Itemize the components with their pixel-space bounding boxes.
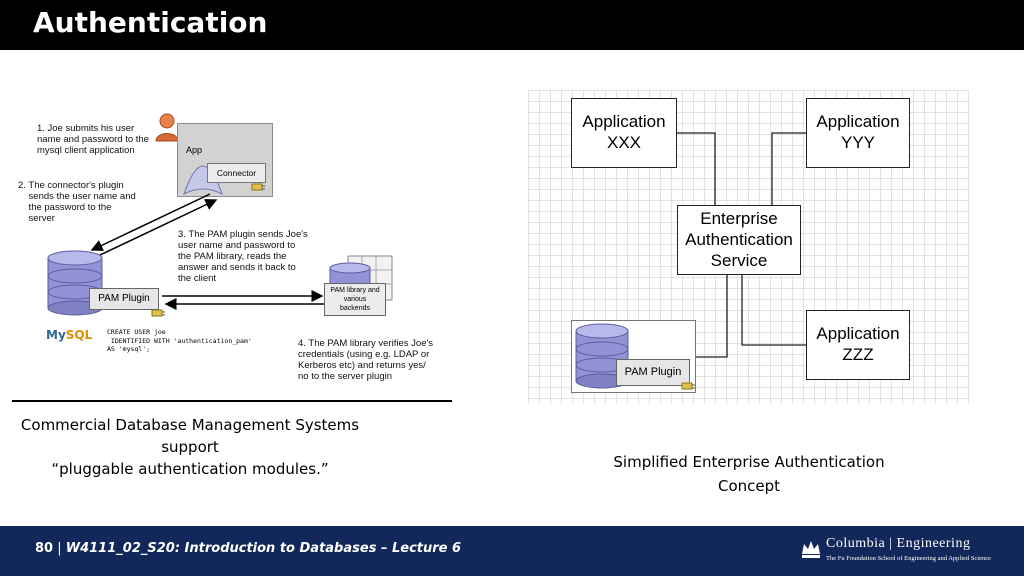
application-yyy-box: Application YYY [806,98,910,168]
divider [12,400,452,402]
crown-icon [802,541,820,558]
footer-bar: 80 | W4111_02_S20: Introduction to Datab… [0,526,1024,576]
connector-arrows [90,193,218,257]
slide-title: Authentication [33,6,268,39]
step-4-text: 4. The PAM library verifies Joe's creden… [298,338,434,382]
logo-sub-text: The Fu Foundation School of Engineering … [826,555,991,562]
plug-icon [251,183,265,191]
enterprise-auth-service-box: Enterprise Authentication Service [677,205,801,275]
plug-icon [681,382,695,390]
mysql-logo-sql: SQL [65,328,93,342]
right-caption: Simplified Enterprise Authentication Con… [613,453,885,495]
app-label: App [186,145,203,155]
application-zzz-box: Application ZZZ [806,310,910,380]
pam-plugin-box: PAM Plugin [89,288,159,310]
slide-number: 80 [35,541,54,556]
footer-separator: | [53,541,66,556]
course-title: W4111_02_S20: Introduction to Databases … [65,541,462,556]
sql-code: CREATE USER joe IDENTIFIED WITH 'authent… [107,328,252,353]
mysql-logo-my: My [46,328,66,342]
title-bar: Authentication [0,0,1024,50]
application-xxx-box: Application XXX [571,98,677,168]
step-1-text: 1. Joe submits his user name and passwor… [37,123,149,156]
pam-arrows [162,290,326,310]
pam-plugin-label-right: PAM Plugin [616,359,690,386]
mysql-logo: MySQL [46,328,92,342]
plug-icon [151,309,165,317]
pam-library-box: PAM library and various backends [324,283,386,316]
user-icon [155,113,179,142]
footer-text: 80 | W4111_02_S20: Introduction to Datab… [35,541,461,556]
columbia-engineering-logo: Columbia | Engineering The Fu Foundation… [800,536,1015,568]
logo-main-text: Columbia | Engineering [826,536,971,551]
database-server-icon [47,250,103,316]
step-2-text: 2. The connector's plugin sends the user… [18,180,136,224]
left-caption: Commercial Database Management Systems s… [20,416,360,478]
connector-box: Connector [207,163,266,183]
step-3-text: 3. The PAM plugin sends Joe's user name … [178,229,308,284]
